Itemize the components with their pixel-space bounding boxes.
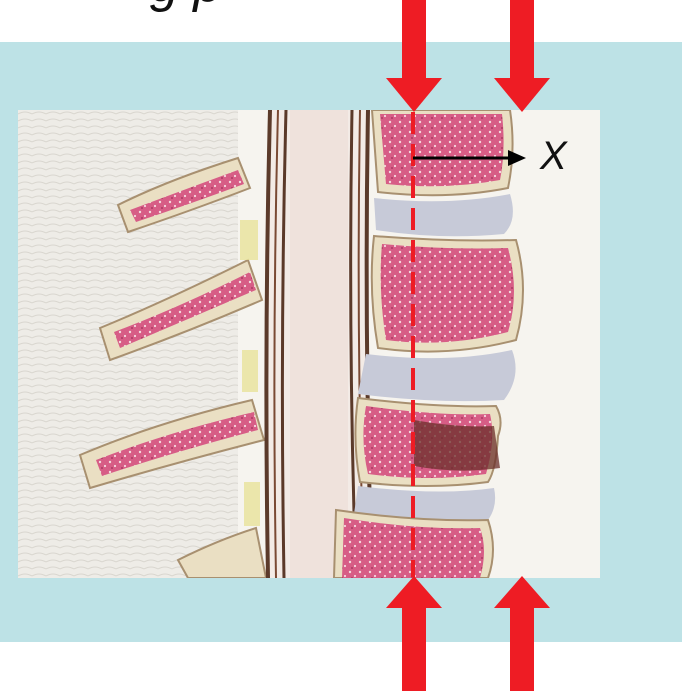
- up-arrow-icon: [494, 576, 550, 691]
- up-arrow-icon: [386, 576, 442, 691]
- down-arrow-icon: [494, 0, 550, 112]
- down-arrow-icon: [386, 0, 442, 112]
- right-arrow-icon: [413, 150, 526, 166]
- x-axis-label: X: [540, 136, 567, 176]
